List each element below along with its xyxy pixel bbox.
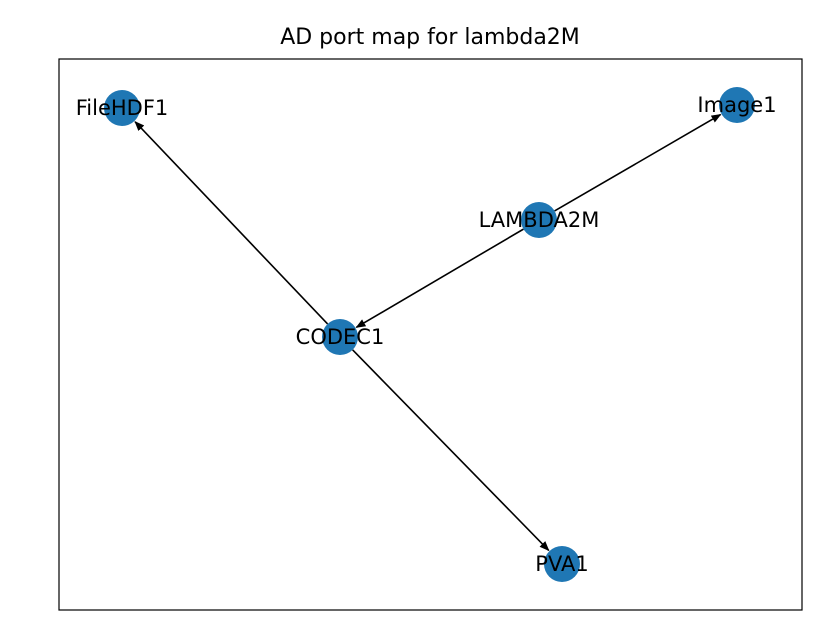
nodes-layer	[104, 87, 755, 582]
node-image1	[719, 87, 755, 123]
node-label-image1: Image1	[697, 93, 776, 117]
node-label-codec1: CODEC1	[296, 325, 385, 349]
node-codec1	[322, 319, 358, 355]
edge-lambda2m-to-codec1	[355, 228, 524, 329]
node-label-filehdf1: FileHDF1	[76, 96, 169, 120]
plot-frame	[58, 58, 803, 611]
node-label-pva1: PVA1	[535, 552, 588, 576]
chart-title: AD port map for lambda2M	[280, 25, 580, 50]
edge-codec1-to-pva1	[352, 349, 550, 552]
edge-lambda2m-to-image1	[554, 113, 722, 212]
node-pva1	[544, 546, 580, 582]
node-lambda2m	[521, 202, 557, 238]
edges-layer	[134, 113, 722, 552]
node-filehdf1	[104, 90, 140, 126]
node-label-lambda2m: LAMBDA2M	[479, 208, 600, 232]
edge-codec1-to-filehdf1	[134, 121, 329, 325]
